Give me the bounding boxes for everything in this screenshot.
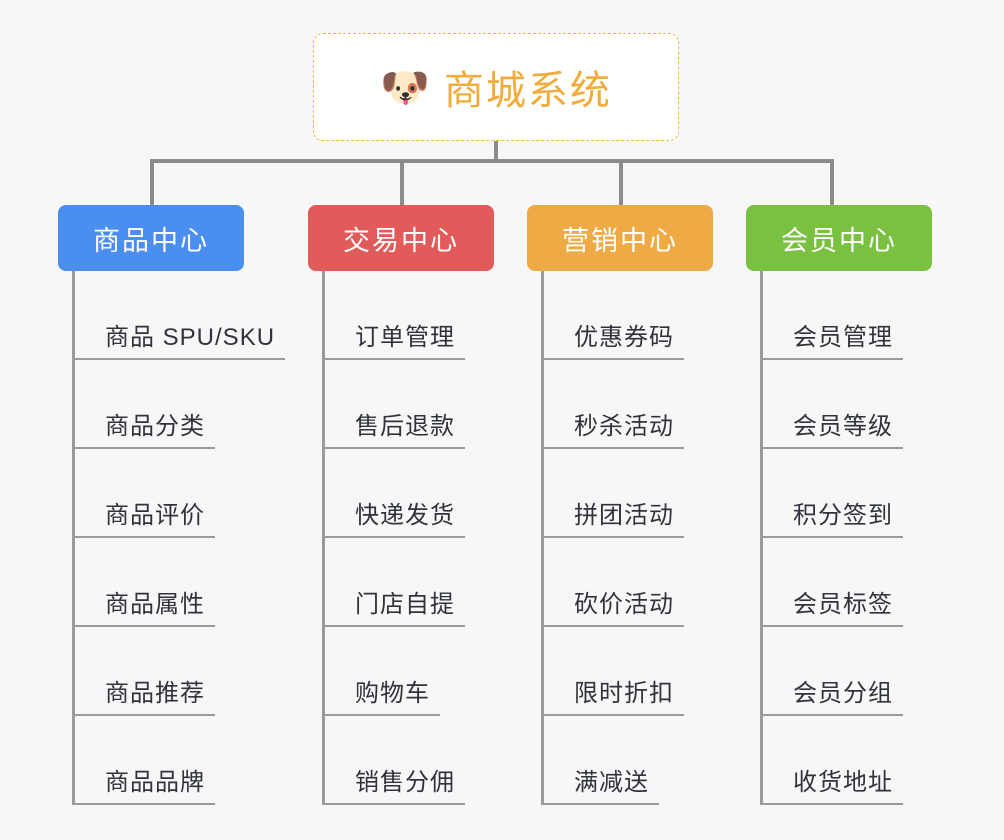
leaf-item-label: 秒杀活动	[574, 413, 674, 440]
category-header-label: 营销中心	[562, 225, 678, 256]
leaf-item-label: 砍价活动	[574, 591, 674, 618]
list-item[interactable]: 拼团活动	[544, 449, 713, 538]
list-item[interactable]: 商品评价	[75, 449, 244, 538]
list-item[interactable]: 商品 SPU/SKU	[75, 271, 286, 360]
leaf-item-label: 优惠券码	[574, 324, 674, 351]
connector-drop-trade-center	[400, 159, 404, 207]
leaf-list-product-center: 商品 SPU/SKU 商品分类商品评价商品属性商品推荐商品品牌	[72, 271, 286, 805]
leaf-underline: 订单管理	[325, 317, 465, 360]
connector-drop-marketing-center	[619, 159, 623, 207]
leaf-underline: 门店自提	[325, 584, 465, 627]
list-item[interactable]: 限时折扣	[544, 627, 713, 716]
leaf-underline: 销售分佣	[325, 762, 465, 805]
leaf-item-label: 会员分组	[793, 680, 893, 707]
category-header-label: 商品中心	[93, 225, 209, 256]
connector-drop-product-center	[150, 159, 154, 207]
list-item[interactable]: 砍价活动	[544, 538, 713, 627]
leaf-underline: 会员管理	[763, 317, 903, 360]
list-item[interactable]: 销售分佣	[325, 716, 494, 805]
leaf-item-label: 商品 SPU/SKU	[105, 324, 276, 351]
list-item[interactable]: 优惠券码	[544, 271, 713, 360]
leaf-item-label: 销售分佣	[355, 769, 455, 796]
leaf-underline: 商品推荐	[75, 673, 215, 716]
leaf-underline: 拼团活动	[544, 495, 684, 538]
list-item[interactable]: 会员管理	[763, 271, 932, 360]
list-item[interactable]: 满减送	[544, 716, 713, 805]
leaf-list-trade-center: 订单管理售后退款快递发货门店自提购物车销售分佣	[322, 271, 494, 805]
list-item[interactable]: 购物车	[325, 627, 494, 716]
leaf-item-label: 商品品牌	[105, 769, 205, 796]
shiba-dog-face-icon: 🐶	[380, 66, 430, 110]
list-item[interactable]: 商品分类	[75, 360, 244, 449]
column-product-center: 商品中心商品 SPU/SKU 商品分类商品评价商品属性商品推荐商品品牌	[58, 205, 286, 805]
leaf-underline: 会员分组	[763, 673, 903, 716]
connector-root-stem	[494, 141, 498, 161]
leaf-underline: 满减送	[544, 762, 659, 805]
leaf-underline: 砍价活动	[544, 584, 684, 627]
leaf-item-label: 收货地址	[793, 769, 893, 796]
column-marketing-center: 营销中心优惠券码秒杀活动拼团活动砍价活动限时折扣满减送	[527, 205, 713, 805]
leaf-underline: 快递发货	[325, 495, 465, 538]
category-header-marketing-center[interactable]: 营销中心	[527, 205, 713, 271]
leaf-item-label: 满减送	[574, 769, 649, 796]
root-node-mall-system[interactable]: 🐶 商城系统	[313, 33, 679, 141]
list-item[interactable]: 售后退款	[325, 360, 494, 449]
list-item[interactable]: 门店自提	[325, 538, 494, 627]
list-item[interactable]: 商品推荐	[75, 627, 244, 716]
list-item[interactable]: 商品品牌	[75, 716, 244, 805]
category-header-label: 交易中心	[343, 225, 459, 256]
leaf-underline: 购物车	[325, 673, 440, 716]
leaf-underline: 商品属性	[75, 584, 215, 627]
connector-drop-member-center	[830, 159, 834, 207]
leaf-underline: 优惠券码	[544, 317, 684, 360]
list-item[interactable]: 秒杀活动	[544, 360, 713, 449]
list-item[interactable]: 积分签到	[763, 449, 932, 538]
root-node-title: 商城系统	[443, 69, 612, 113]
connector-horizontal-bus	[150, 159, 834, 163]
leaf-underline: 限时折扣	[544, 673, 684, 716]
leaf-item-label: 商品评价	[105, 502, 205, 529]
leaf-item-label: 限时折扣	[574, 680, 674, 707]
list-item[interactable]: 收货地址	[763, 716, 932, 805]
leaf-item-label: 会员标签	[793, 591, 893, 618]
list-item[interactable]: 会员标签	[763, 538, 932, 627]
list-item[interactable]: 商品属性	[75, 538, 244, 627]
leaf-underline: 商品分类	[75, 406, 215, 449]
column-trade-center: 交易中心订单管理售后退款快递发货门店自提购物车销售分佣	[308, 205, 494, 805]
leaf-item-label: 拼团活动	[574, 502, 674, 529]
leaf-list-member-center: 会员管理会员等级积分签到会员标签会员分组收货地址	[760, 271, 932, 805]
category-header-trade-center[interactable]: 交易中心	[308, 205, 494, 271]
category-header-label: 会员中心	[781, 225, 897, 256]
leaf-item-label: 商品属性	[105, 591, 205, 618]
leaf-item-label: 会员管理	[793, 324, 893, 351]
leaf-underline: 积分签到	[763, 495, 903, 538]
leaf-item-label: 商品分类	[105, 413, 205, 440]
leaf-list-marketing-center: 优惠券码秒杀活动拼团活动砍价活动限时折扣满减送	[541, 271, 713, 805]
list-item[interactable]: 快递发货	[325, 449, 494, 538]
leaf-item-label: 积分签到	[793, 502, 893, 529]
list-item[interactable]: 会员等级	[763, 360, 932, 449]
list-item[interactable]: 订单管理	[325, 271, 494, 360]
leaf-item-label: 订单管理	[355, 324, 455, 351]
leaf-underline: 商品 SPU/SKU	[75, 317, 286, 360]
leaf-item-label: 购物车	[355, 680, 430, 707]
leaf-item-label: 快递发货	[355, 502, 455, 529]
leaf-item-label: 商品推荐	[105, 680, 205, 707]
leaf-underline: 商品品牌	[75, 762, 215, 805]
column-member-center: 会员中心会员管理会员等级积分签到会员标签会员分组收货地址	[746, 205, 932, 805]
leaf-item-label: 售后退款	[355, 413, 455, 440]
leaf-item-label: 会员等级	[793, 413, 893, 440]
leaf-item-label: 门店自提	[355, 591, 455, 618]
leaf-underline: 秒杀活动	[544, 406, 684, 449]
leaf-underline: 售后退款	[325, 406, 465, 449]
leaf-underline: 会员标签	[763, 584, 903, 627]
leaf-underline: 会员等级	[763, 406, 903, 449]
category-header-product-center[interactable]: 商品中心	[58, 205, 244, 271]
leaf-underline: 收货地址	[763, 762, 903, 805]
category-header-member-center[interactable]: 会员中心	[746, 205, 932, 271]
leaf-underline: 商品评价	[75, 495, 215, 538]
list-item[interactable]: 会员分组	[763, 627, 932, 716]
